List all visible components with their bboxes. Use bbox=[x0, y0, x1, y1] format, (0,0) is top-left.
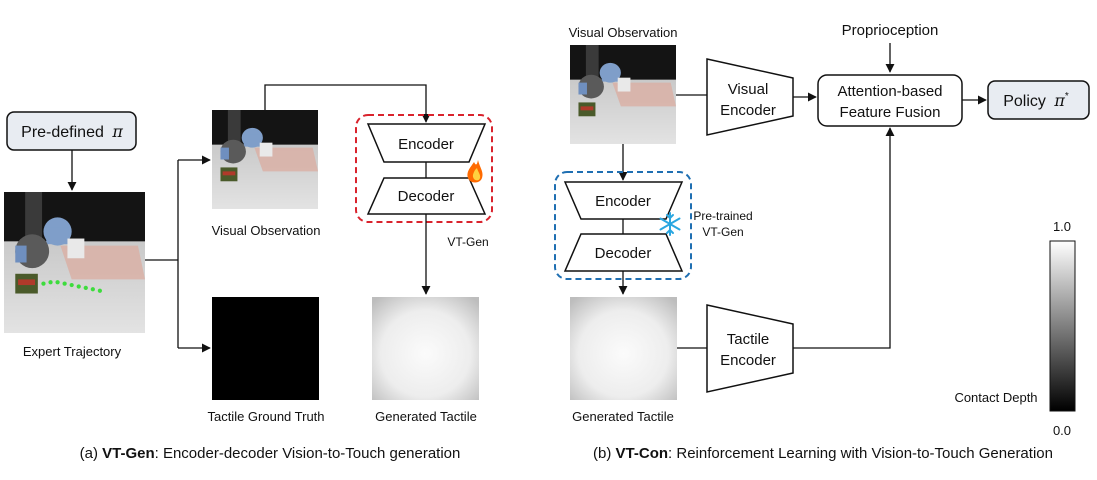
visual-encoder-label-1: Visual bbox=[728, 81, 769, 98]
svg-text:Pre-defined π: Pre-defined π bbox=[21, 122, 123, 141]
visual-observation-label-b: Visual Observation bbox=[569, 25, 678, 40]
encoder-label-a: Encoder bbox=[398, 136, 454, 153]
expert-trajectory-label: Expert Trajectory bbox=[23, 344, 122, 359]
decoder-block-b: Decoder bbox=[563, 233, 684, 272]
arrow-visual-to-encoder-a bbox=[264, 84, 431, 123]
caption-b-rest: : Reinforcement Learning with Vision-to-… bbox=[668, 445, 1053, 462]
fusion-label-2: Feature Fusion bbox=[840, 104, 941, 121]
feature-fusion-box: Attention-based Feature Fusion bbox=[817, 74, 963, 127]
visual-observation-label-a: Visual Observation bbox=[212, 223, 321, 238]
caption-a: (a) VT-Gen: Encoder-decoder Vision-to-To… bbox=[80, 445, 461, 462]
caption-b: (b) VT-Con: Reinforcement Learning with … bbox=[593, 445, 1053, 462]
tactile-ground-truth-image bbox=[212, 297, 319, 400]
encoder-block-a: Encoder bbox=[366, 123, 487, 163]
encoder-label-b: Encoder bbox=[595, 193, 651, 210]
visual-encoder-label-2: Encoder bbox=[720, 102, 776, 119]
snowflake-icon bbox=[659, 212, 681, 236]
colorbar-title: Contact Depth bbox=[954, 390, 1037, 405]
tactile-ground-truth-label: Tactile Ground Truth bbox=[207, 409, 324, 424]
vt-gen-trainable-box bbox=[355, 114, 493, 223]
generated-tactile-image-a bbox=[372, 297, 479, 400]
decoder-label-a: Decoder bbox=[398, 188, 455, 205]
colorbar-min-label: 0.0 bbox=[1053, 423, 1071, 438]
predefined-policy-box: Pre-defined π bbox=[6, 111, 137, 151]
decoder-label-b: Decoder bbox=[595, 245, 652, 262]
tactile-encoder-label-2: Encoder bbox=[720, 352, 776, 369]
fusion-label-1: Attention-based bbox=[837, 83, 942, 100]
proprioception-label: Proprioception bbox=[842, 22, 939, 39]
caption-b-bold: VT-Con bbox=[616, 445, 669, 462]
pretrained-frozen-box bbox=[554, 171, 692, 280]
decoder-block-a: Decoder bbox=[366, 177, 487, 215]
policy-box: Policy π* bbox=[987, 80, 1090, 120]
policy-superscript: * bbox=[1065, 91, 1069, 102]
policy-pi-symbol: π bbox=[1053, 91, 1065, 110]
caption-a-bold: VT-Gen bbox=[102, 445, 155, 462]
generated-tactile-image-b bbox=[570, 297, 677, 400]
arrow-tactile-encoder-to-fusion bbox=[793, 127, 895, 349]
caption-a-prefix: (a) bbox=[80, 445, 103, 462]
visual-observation-image-b bbox=[570, 45, 676, 144]
colorbar-gradient bbox=[1049, 240, 1076, 412]
svg-text:Policy π*: Policy π* bbox=[1003, 91, 1069, 110]
fire-icon bbox=[467, 160, 483, 183]
visual-observation-image-a bbox=[212, 110, 318, 209]
predefined-pi-symbol: π bbox=[111, 122, 123, 141]
pretrained-label-1: Pre-trained bbox=[693, 209, 752, 223]
policy-label: Policy bbox=[1003, 93, 1046, 110]
expert-trajectory-image bbox=[4, 192, 145, 333]
colorbar-max-label: 1.0 bbox=[1053, 219, 1071, 234]
generated-tactile-label-a: Generated Tactile bbox=[375, 409, 477, 424]
caption-b-prefix: (b) bbox=[593, 445, 616, 462]
predefined-label: Pre-defined bbox=[21, 124, 104, 141]
generated-tactile-label-b: Generated Tactile bbox=[572, 409, 674, 424]
vt-gen-tag-label: VT-Gen bbox=[447, 235, 488, 249]
encoder-block-b: Encoder bbox=[563, 181, 684, 220]
branch-connector bbox=[145, 155, 211, 353]
pretrained-label-2: VT-Gen bbox=[702, 225, 743, 239]
tactile-encoder-block: Tactile Encoder bbox=[706, 304, 794, 393]
caption-a-rest: : Encoder-decoder Vision-to-Touch genera… bbox=[155, 445, 461, 462]
tactile-encoder-label-1: Tactile bbox=[727, 331, 770, 348]
visual-encoder-block: Visual Encoder bbox=[706, 58, 794, 136]
